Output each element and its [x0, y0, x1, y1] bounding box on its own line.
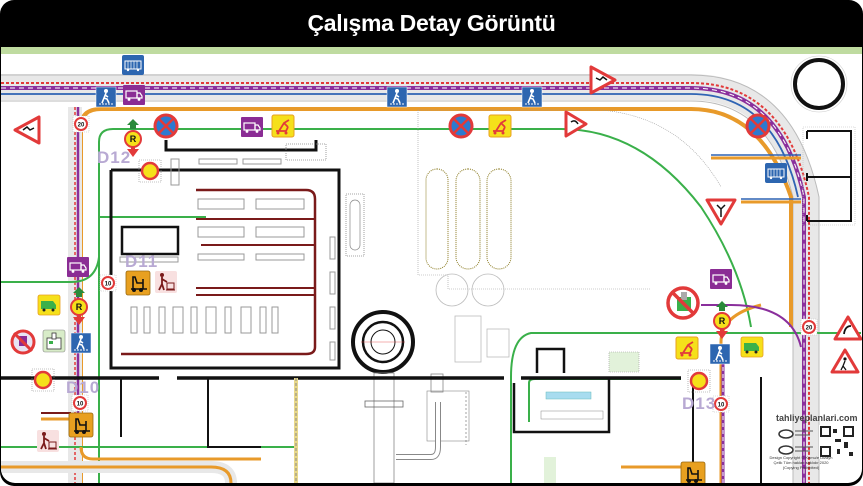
bus-bays	[711, 55, 856, 226]
no-stopping-icon	[153, 113, 179, 139]
pallet-truck-icon	[154, 270, 178, 294]
main-road	[1, 74, 820, 483]
curve-warning-icon	[564, 110, 588, 138]
bus-icon	[764, 162, 788, 184]
header-bar: Çalışma Detay Görüntü	[0, 0, 863, 46]
id-card-icon	[42, 329, 66, 353]
dock-light-icon	[686, 368, 712, 394]
reservation-sign: R	[124, 118, 142, 158]
speed-value: 10	[77, 402, 84, 408]
van-icon	[740, 336, 764, 358]
site-map-canvas[interactable]: R R R 20 10 10	[1, 47, 862, 483]
dock-light-icon	[30, 367, 56, 393]
speed-value: 10	[718, 403, 725, 409]
speed-limit-sign: 10	[99, 274, 117, 292]
yield-icon	[705, 198, 737, 226]
reservation-sign: R	[713, 300, 731, 340]
dock-light-icon	[137, 158, 163, 184]
van-icon	[37, 294, 61, 316]
forklift-icon	[68, 412, 94, 438]
reservation-label: R	[130, 134, 137, 144]
slippery-road-warning-icon	[13, 115, 41, 145]
silo	[351, 310, 470, 483]
page-title: Çalışma Detay Görüntü	[307, 9, 556, 36]
no-stopping-icon	[448, 113, 474, 139]
speed-value: 20	[806, 326, 813, 332]
reservation-label: R	[76, 302, 83, 312]
pedestrian-crossing-icon	[521, 86, 543, 108]
dock-label-d10: D10	[66, 378, 101, 397]
speed-limit-sign: 10	[71, 394, 89, 412]
scissor-lift-icon	[488, 114, 512, 138]
tank-area	[417, 109, 722, 363]
copyright-text: Design Copyright © Kamu/e Dizayn Çelik T…	[769, 455, 833, 470]
boundary-band	[1, 47, 862, 54]
reservation-sign: R	[70, 286, 88, 326]
pedestrian-warning-icon	[830, 348, 860, 374]
pedestrian-crossing-icon	[709, 343, 731, 365]
truck-icon	[240, 116, 264, 138]
scissor-lift-icon	[271, 114, 295, 138]
pedestrian-crossing-icon	[95, 86, 117, 108]
curve-warning-icon	[833, 315, 862, 341]
scissor-lift-icon	[675, 336, 699, 360]
speed-limit-sign: 20	[72, 115, 90, 133]
speed-value: 10	[105, 282, 112, 288]
speed-limit-sign: 10	[712, 395, 730, 413]
dock-label-d13: D13	[682, 394, 717, 413]
brand-website[interactable]: tahliyeplanlari.com	[776, 413, 858, 423]
south-road	[1, 303, 802, 483]
pedestrian-route	[1, 128, 861, 483]
qr-code	[819, 425, 855, 459]
dock-label-d12: D12	[97, 148, 132, 167]
pedestrian-crossing-icon	[386, 86, 408, 108]
bus-icon	[121, 54, 145, 76]
no-vehicle-icon	[10, 329, 36, 355]
speed-value: 20	[78, 123, 85, 129]
no-stopping-icon	[745, 113, 771, 139]
speed-limit-sign: 20	[800, 318, 818, 336]
truck-icon	[66, 256, 90, 278]
dock-label-d11: D11	[125, 252, 159, 271]
truck-icon	[709, 268, 733, 290]
reservation-label: R	[719, 316, 726, 326]
no-forklift-icon	[666, 286, 700, 320]
iso-certification-icon	[778, 429, 813, 455]
slippery-road-warning-icon	[589, 65, 617, 95]
truck-icon	[122, 84, 146, 106]
forklift-icon	[680, 461, 706, 483]
forklift-icon	[125, 270, 151, 296]
warehouse-building	[109, 140, 365, 370]
site-map[interactable]: R R R 20 10 10	[1, 47, 862, 483]
pedestrian-crossing-icon	[70, 332, 92, 354]
pallet-truck-icon	[36, 429, 60, 453]
